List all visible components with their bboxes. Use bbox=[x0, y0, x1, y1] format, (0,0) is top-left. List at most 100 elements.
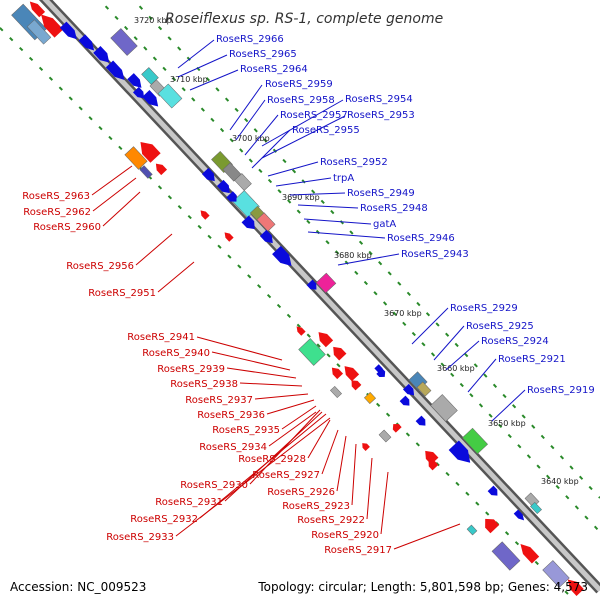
gene-features bbox=[11, 1, 584, 596]
reverse-gene-label: RoseRS_2934 bbox=[199, 442, 267, 453]
reverse-gene-connector bbox=[351, 443, 357, 506]
reverse-gene-label: RoseRS_2928 bbox=[238, 454, 306, 465]
accession-text: Accession: NC_009523 bbox=[10, 580, 147, 594]
scale-tick-label: 3670 kbp bbox=[384, 309, 422, 318]
reverse-gene-label: RoseRS_2931 bbox=[155, 497, 223, 508]
forward-gene-label: RoseRS_2959 bbox=[265, 79, 333, 90]
gene-feature-5 bbox=[78, 34, 95, 51]
gene-feature-42 bbox=[363, 391, 377, 405]
gene-feature-34 bbox=[224, 232, 234, 242]
gene-feature-33 bbox=[200, 210, 210, 220]
forward-gene-connector bbox=[261, 115, 346, 159]
gene-feature-48 bbox=[416, 381, 432, 397]
gene-feature-32 bbox=[306, 279, 317, 290]
forward-gene-label: RoseRS_2919 bbox=[527, 385, 595, 396]
gene-feature-15 bbox=[140, 141, 161, 163]
gene-feature-45 bbox=[392, 423, 402, 433]
forward-gene-connector bbox=[177, 39, 215, 69]
gene-feature-53 bbox=[462, 427, 488, 455]
reverse-gene-label: RoseRS_2938 bbox=[170, 379, 238, 390]
reverse-gene-label: RoseRS_2930 bbox=[180, 480, 248, 491]
reverse-gene-connector bbox=[249, 409, 321, 485]
gene-feature-23 bbox=[234, 173, 252, 191]
gene-feature-39 bbox=[331, 367, 344, 380]
forward-gene-label: RoseRS_2925 bbox=[466, 321, 534, 332]
reverse-gene-connector bbox=[102, 191, 141, 227]
gene-feature-41 bbox=[330, 385, 342, 399]
forward-gene-connector bbox=[307, 231, 386, 239]
reverse-gene-connector bbox=[266, 399, 315, 415]
gene-feature-29 bbox=[259, 229, 273, 244]
forward-gene-label: RoseRS_2955 bbox=[292, 125, 360, 136]
forward-gene-connector bbox=[337, 253, 400, 266]
gene-feature-46 bbox=[362, 443, 370, 451]
gene-feature-49 bbox=[402, 383, 415, 396]
gene-feature-18 bbox=[139, 165, 153, 179]
forward-gene-connector bbox=[445, 340, 480, 371]
forward-gene-label: RoseRS_2953 bbox=[347, 110, 415, 121]
reverse-gene-connector bbox=[366, 457, 373, 520]
gene-feature-25 bbox=[226, 191, 237, 202]
reverse-gene-connector bbox=[135, 233, 173, 266]
reverse-gene-connector bbox=[91, 165, 133, 196]
gene-feature-56 bbox=[487, 485, 498, 496]
reverse-gene-label: RoseRS_2926 bbox=[267, 487, 335, 498]
forward-gene-connector bbox=[411, 307, 449, 345]
forward-gene-label: RoseRS_2965 bbox=[229, 49, 297, 60]
forward-gene-label: RoseRS_2924 bbox=[481, 336, 549, 347]
gene-feature-28 bbox=[241, 215, 255, 230]
forward-gene-label: gatA bbox=[373, 219, 396, 230]
gene-feature-54 bbox=[448, 440, 471, 463]
forward-gene-connector bbox=[275, 177, 332, 187]
gene-feature-38 bbox=[344, 366, 360, 382]
gene-labels: RoseRS_2966RoseRS_2965RoseRS_2964RoseRS_… bbox=[22, 34, 594, 556]
forward-gene-connector bbox=[261, 99, 344, 147]
reverse-gene-label: RoseRS_2923 bbox=[282, 501, 350, 512]
gene-feature-43 bbox=[378, 429, 392, 443]
gene-feature-17 bbox=[155, 163, 168, 176]
forward-gene-label: RoseRS_2952 bbox=[320, 157, 388, 168]
reverse-gene-label: RoseRS_2917 bbox=[324, 545, 392, 556]
reverse-gene-label: RoseRS_2941 bbox=[127, 332, 195, 343]
forward-gene-label: RoseRS_2929 bbox=[450, 303, 518, 314]
reverse-gene-connector bbox=[196, 336, 283, 361]
reverse-gene-connector bbox=[321, 429, 339, 475]
reverse-gene-connector bbox=[254, 393, 309, 400]
gene-feature-8 bbox=[105, 60, 125, 81]
reverse-gene-label: RoseRS_2940 bbox=[142, 348, 210, 359]
reverse-gene-connector bbox=[380, 471, 389, 535]
gene-feature-22 bbox=[216, 179, 230, 194]
label-connectors bbox=[91, 39, 526, 550]
reverse-gene-label: RoseRS_2939 bbox=[157, 364, 225, 375]
gene-feature-51 bbox=[430, 394, 458, 422]
gene-feature-13 bbox=[142, 90, 159, 107]
reverse-gene-label: RoseRS_2933 bbox=[106, 532, 174, 543]
reverse-gene-label: RoseRS_2922 bbox=[297, 515, 365, 526]
summary-text: Topology: circular; Length: 5,801,598 bp… bbox=[258, 580, 588, 594]
reverse-gene-label: RoseRS_2962 bbox=[23, 207, 91, 218]
reverse-gene-connector bbox=[92, 177, 137, 212]
gene-feature-59 bbox=[530, 501, 542, 515]
gene-feature-27 bbox=[256, 212, 276, 232]
forward-gene-connector bbox=[267, 161, 319, 177]
reverse-gene-label: RoseRS_2935 bbox=[212, 425, 280, 436]
gene-feature-37 bbox=[333, 346, 347, 361]
gene-feature-68 bbox=[374, 364, 384, 374]
gene-feature-4 bbox=[59, 21, 77, 40]
reverse-gene-label: RoseRS_2927 bbox=[252, 470, 320, 481]
scale-tick-label: 3640 kbp bbox=[541, 477, 579, 486]
forward-gene-connector bbox=[229, 84, 263, 131]
gene-feature-9 bbox=[127, 73, 142, 88]
forward-gene-label: trpA bbox=[333, 173, 354, 184]
forward-gene-label: RoseRS_2946 bbox=[387, 233, 455, 244]
scale-tick-label: 3650 kbp bbox=[488, 419, 526, 428]
reverse-gene-label: RoseRS_2956 bbox=[66, 261, 134, 272]
forward-gene-label: RoseRS_2954 bbox=[345, 94, 413, 105]
reverse-gene-connector bbox=[175, 417, 331, 537]
forward-gene-label: RoseRS_2943 bbox=[401, 249, 469, 260]
gene-feature-50 bbox=[399, 395, 410, 406]
reverse-gene-connector bbox=[307, 419, 331, 459]
